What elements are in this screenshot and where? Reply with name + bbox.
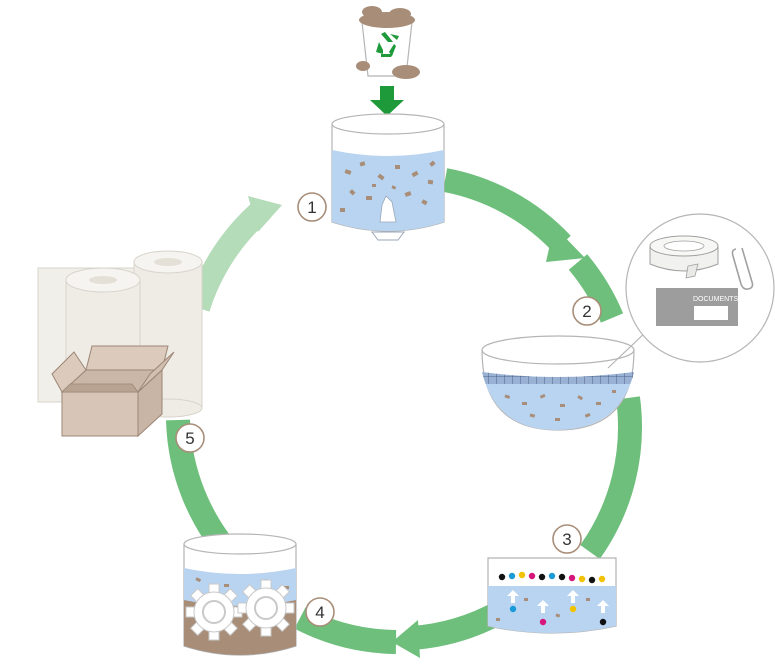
- step-number: 2: [582, 302, 591, 321]
- cardboard-box: [51, 345, 175, 438]
- step-badge-2: 2: [572, 296, 602, 326]
- envelope-label: DOCUMENTS: [693, 296, 738, 303]
- step-badge-5: 5: [175, 423, 205, 453]
- contaminants-callout: DOCUMENTS: [625, 213, 775, 363]
- gear-icon: [237, 579, 295, 637]
- deinking-tank: [487, 557, 617, 634]
- step-badge-3: 3: [552, 524, 582, 554]
- documents-envelope-icon: DOCUMENTS: [656, 288, 738, 326]
- ink-droplets: [498, 571, 606, 584]
- step-badge-1: 1: [297, 192, 327, 222]
- refining-tank: [183, 533, 297, 656]
- step-number: 4: [315, 603, 324, 622]
- tape-roll-icon: [649, 235, 719, 279]
- step-number: 5: [185, 429, 194, 448]
- finished-products: [37, 250, 203, 438]
- recycle-icon: [376, 32, 399, 57]
- step-number: 1: [307, 198, 316, 217]
- pulper-tank: [331, 113, 445, 241]
- gear-icon: [185, 583, 243, 641]
- down-arrow: [370, 86, 404, 116]
- recycle-bin: [356, 6, 420, 79]
- paperclip-icon: [731, 247, 754, 290]
- step-number: 3: [562, 530, 571, 549]
- step-badge-4: 4: [305, 597, 335, 627]
